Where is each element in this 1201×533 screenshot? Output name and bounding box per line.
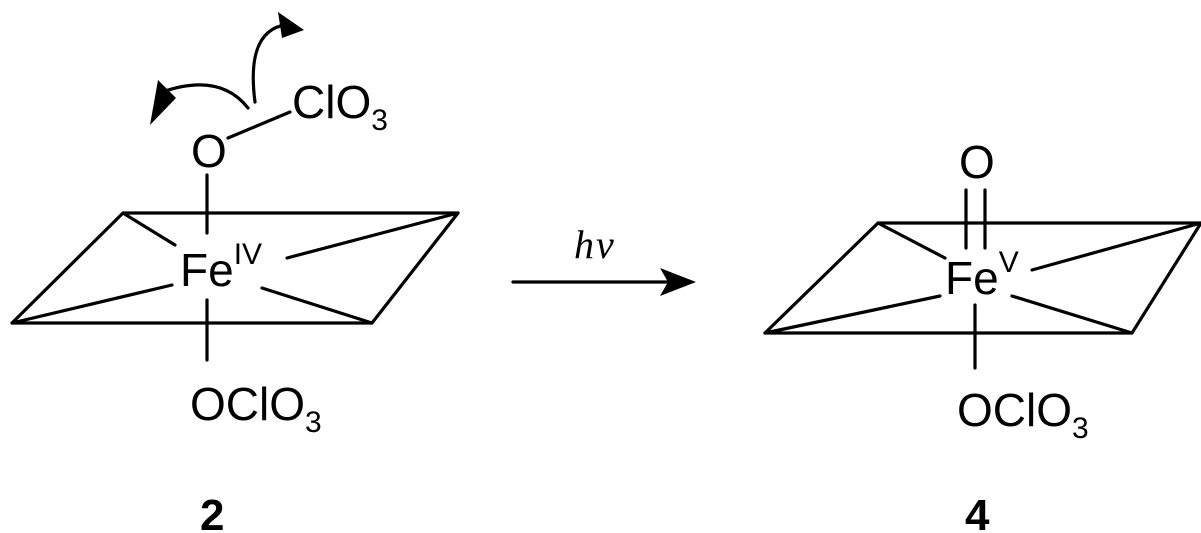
compound-number-4: 4 — [965, 491, 990, 533]
compound-number-2: 2 — [200, 491, 224, 533]
reaction-arrow: hν — [511, 222, 696, 296]
porphyrin-spoke — [1010, 294, 1134, 335]
bottom-oclo3-label: OClO3 — [957, 384, 1089, 445]
bottom-oclo3-label: OClO3 — [190, 378, 322, 439]
o-cl-bond — [226, 110, 292, 140]
porphyrin-spoke — [121, 211, 177, 247]
curved-arrow-right-head — [278, 12, 304, 38]
top-clo3-label: ClO3 — [292, 76, 388, 137]
bridging-oxygen-label: O — [191, 125, 227, 177]
reactant-complex-2: O ClO3 FeIV OClO3 2 — [10, 12, 460, 533]
reaction-arrow-head — [660, 268, 696, 296]
photochemical-condition: hν — [574, 222, 614, 267]
oxo-label: O — [959, 136, 995, 188]
curved-arrow-left — [160, 83, 250, 110]
porphyrin-spoke — [876, 221, 947, 260]
porphyrin-spoke — [763, 294, 942, 335]
porphyrin-spoke — [1030, 221, 1201, 272]
product-complex-4: O FeV OClO3 4 — [763, 136, 1201, 533]
porphyrin-spoke — [10, 283, 174, 325]
iron-label: FeV — [945, 246, 1019, 304]
iron-label: FeIV — [180, 238, 262, 296]
porphyrin-spoke — [285, 211, 460, 260]
curved-arrow-left-head — [150, 80, 176, 125]
porphyrin-spoke — [260, 286, 374, 325]
